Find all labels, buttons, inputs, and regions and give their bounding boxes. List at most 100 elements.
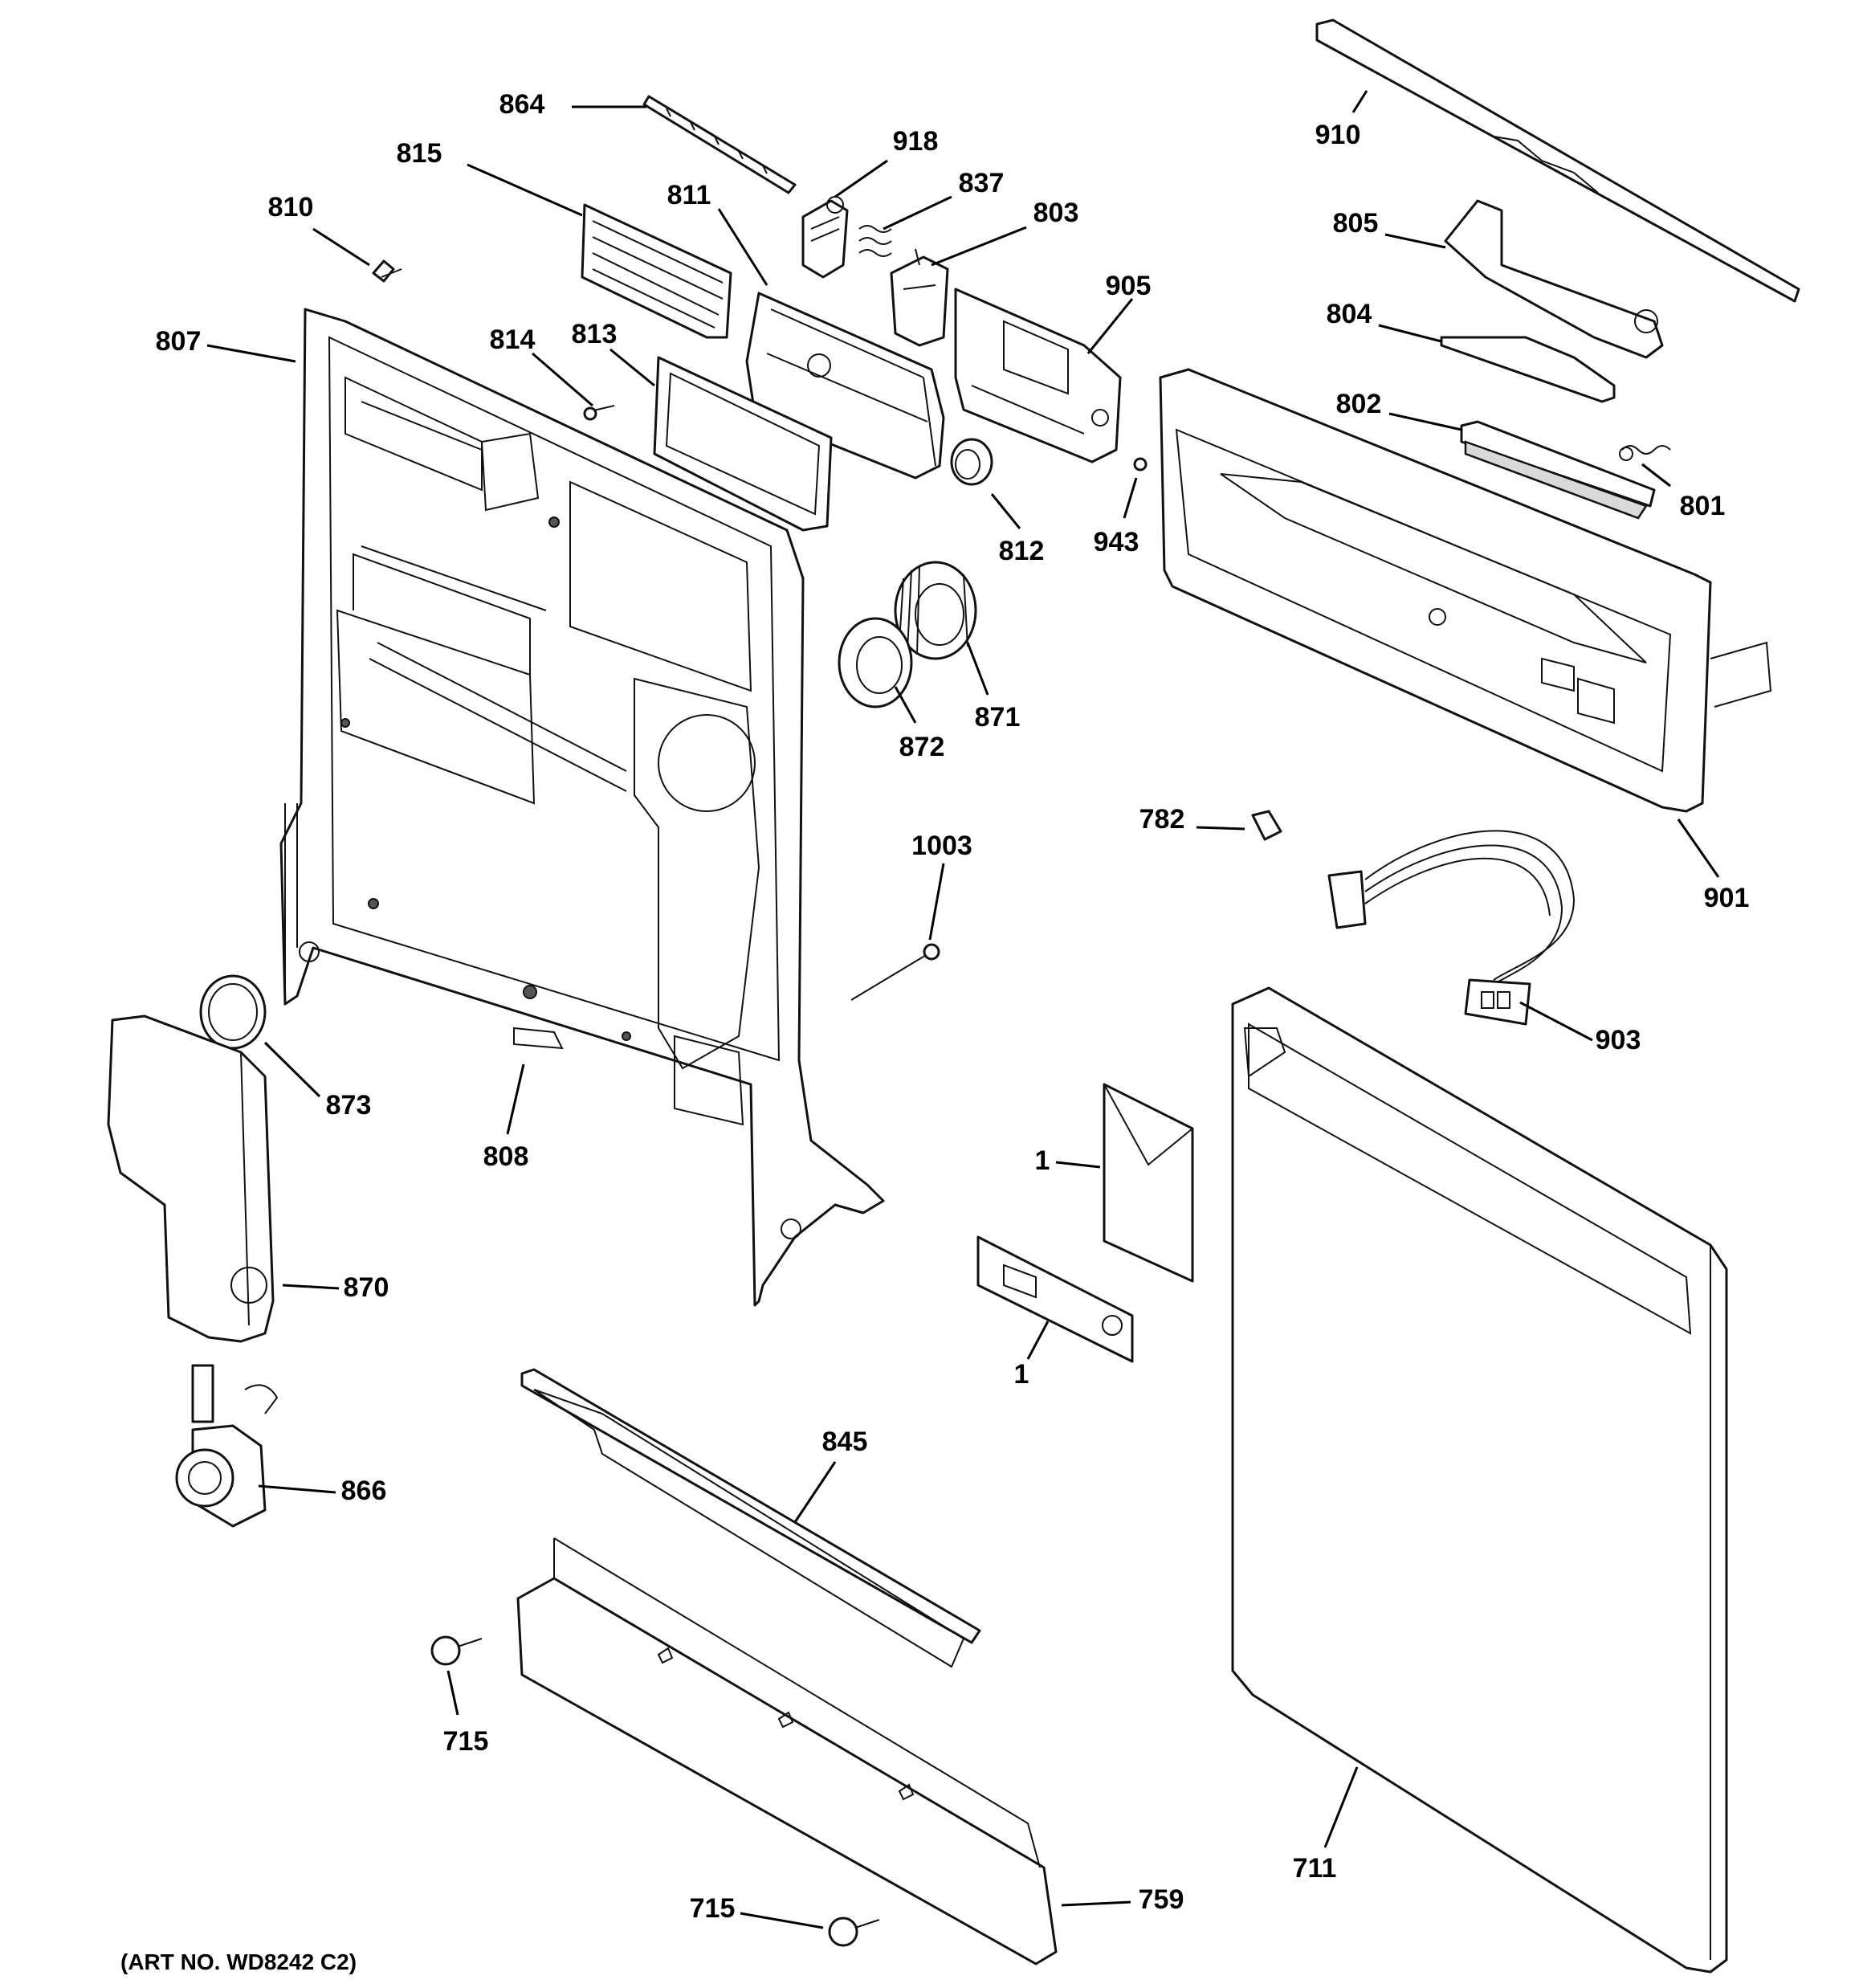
- callout-845: 845: [822, 1427, 868, 1457]
- callout-812: 812: [999, 536, 1045, 566]
- callout-804: 804: [1327, 299, 1372, 329]
- leader-line-873: [263, 1041, 321, 1098]
- screw-715-right: [828, 1917, 880, 1947]
- leader-line-810: [312, 227, 370, 267]
- fill-valve: [175, 1364, 279, 1528]
- leader-line-782: [1196, 826, 1245, 831]
- knob: [950, 438, 993, 486]
- vent-duct: [107, 1014, 275, 1343]
- callout-811: 811: [667, 180, 711, 210]
- callout-837: 837: [959, 168, 1005, 198]
- label-plate: [976, 1235, 1134, 1363]
- leader-line-715: [740, 1912, 824, 1929]
- outer-door-panel: [1231, 986, 1728, 1974]
- leader-line-803: [931, 226, 1027, 267]
- leader-line-866: [258, 1484, 336, 1494]
- vent-rings: [838, 561, 977, 708]
- detergent-dispenser: [745, 292, 945, 480]
- callout-872: 872: [899, 732, 945, 762]
- callout-873: 873: [326, 1090, 372, 1121]
- callout-871: 871: [975, 702, 1021, 733]
- screw-810: [372, 259, 402, 283]
- leader-line-872: [894, 686, 917, 724]
- callout-943: 943: [1094, 527, 1139, 557]
- callout-807: 807: [156, 326, 202, 357]
- leader-line-804: [1378, 324, 1442, 343]
- leader-line-813: [609, 348, 655, 387]
- callout-903: 903: [1596, 1025, 1641, 1055]
- callout-918: 918: [893, 126, 939, 157]
- leader-line-801: [1641, 463, 1671, 488]
- callout-1: 1: [1014, 1359, 1029, 1390]
- callout-910: 910: [1315, 120, 1361, 150]
- leader-line-815: [467, 163, 583, 217]
- leader-line-901: [1677, 818, 1720, 878]
- callout-759: 759: [1139, 1884, 1184, 1915]
- callout-815: 815: [397, 138, 442, 169]
- leader-line-715: [446, 1670, 459, 1716]
- leader-line-802: [1388, 412, 1462, 431]
- leader-line-807: [206, 344, 296, 363]
- inner-door-panel: [279, 308, 885, 1307]
- leader-line-871: [966, 642, 989, 696]
- toe-kick: [516, 1537, 1058, 1966]
- rod-804: [1440, 336, 1616, 403]
- art-number: (ART NO. WD8242 C2): [120, 1949, 357, 1974]
- door-switch: [890, 248, 949, 347]
- hinge-805: [1444, 199, 1664, 359]
- leader-line-812: [990, 493, 1021, 529]
- screw-715-left: [430, 1635, 483, 1666]
- leader-line-759: [1061, 1900, 1131, 1907]
- leader-line-905: [1086, 298, 1134, 354]
- leader-line-711: [1323, 1766, 1359, 1848]
- callout-866: 866: [341, 1476, 387, 1506]
- control-panel: [1159, 368, 1772, 813]
- connector-782: [1251, 810, 1282, 841]
- screw-943: [1133, 457, 1148, 471]
- leader-line-943: [1123, 477, 1138, 519]
- leader-line-1: [1055, 1161, 1101, 1169]
- callout-711: 711: [1293, 1853, 1337, 1884]
- callout-1: 1: [1035, 1145, 1050, 1176]
- top-bracket-bar: [1315, 18, 1800, 303]
- callout-870: 870: [344, 1272, 389, 1303]
- envelope: [1103, 1083, 1194, 1283]
- latch-802: [1460, 420, 1656, 520]
- callout-905: 905: [1106, 271, 1152, 301]
- vent-grille: [581, 203, 732, 339]
- wire-harness: [1327, 830, 1576, 1026]
- long-screw-1003: [850, 943, 940, 1001]
- control-board: [954, 288, 1122, 463]
- leader-line-1003: [928, 863, 945, 941]
- spring-801: [1619, 445, 1671, 461]
- leader-line-814: [532, 352, 593, 407]
- gasket-ring: [199, 974, 267, 1050]
- callout-803: 803: [1033, 198, 1079, 228]
- callout-805: 805: [1333, 208, 1379, 239]
- leader-line-918: [834, 159, 888, 198]
- dispenser-gasket: [653, 356, 833, 532]
- leader-line-837: [883, 195, 952, 231]
- leader-line-808: [506, 1063, 525, 1135]
- callout-810: 810: [268, 192, 314, 222]
- screw-814: [583, 405, 615, 421]
- leader-line-811: [717, 208, 768, 286]
- callout-801: 801: [1680, 491, 1726, 521]
- callout-715: 715: [443, 1726, 489, 1757]
- leader-line-845: [793, 1461, 837, 1523]
- callout-808: 808: [483, 1141, 529, 1172]
- callout-labels: 864 918 815 837 811 810 803 910 805 905 807 814 813 8…: [156, 89, 1750, 1929]
- callout-864: 864: [499, 89, 545, 120]
- callout-782: 782: [1139, 804, 1185, 835]
- callout-802: 802: [1336, 389, 1382, 419]
- leader-line-910: [1351, 90, 1368, 113]
- callout-813: 813: [572, 319, 618, 349]
- callout-814: 814: [490, 325, 536, 355]
- vent-strip: [642, 95, 797, 194]
- leader-line-1: [1026, 1321, 1050, 1360]
- toe-trim-strip: [520, 1368, 981, 1668]
- leader-line-805: [1384, 233, 1446, 249]
- leader-line-903: [1519, 1001, 1593, 1042]
- callout-901: 901: [1704, 883, 1750, 913]
